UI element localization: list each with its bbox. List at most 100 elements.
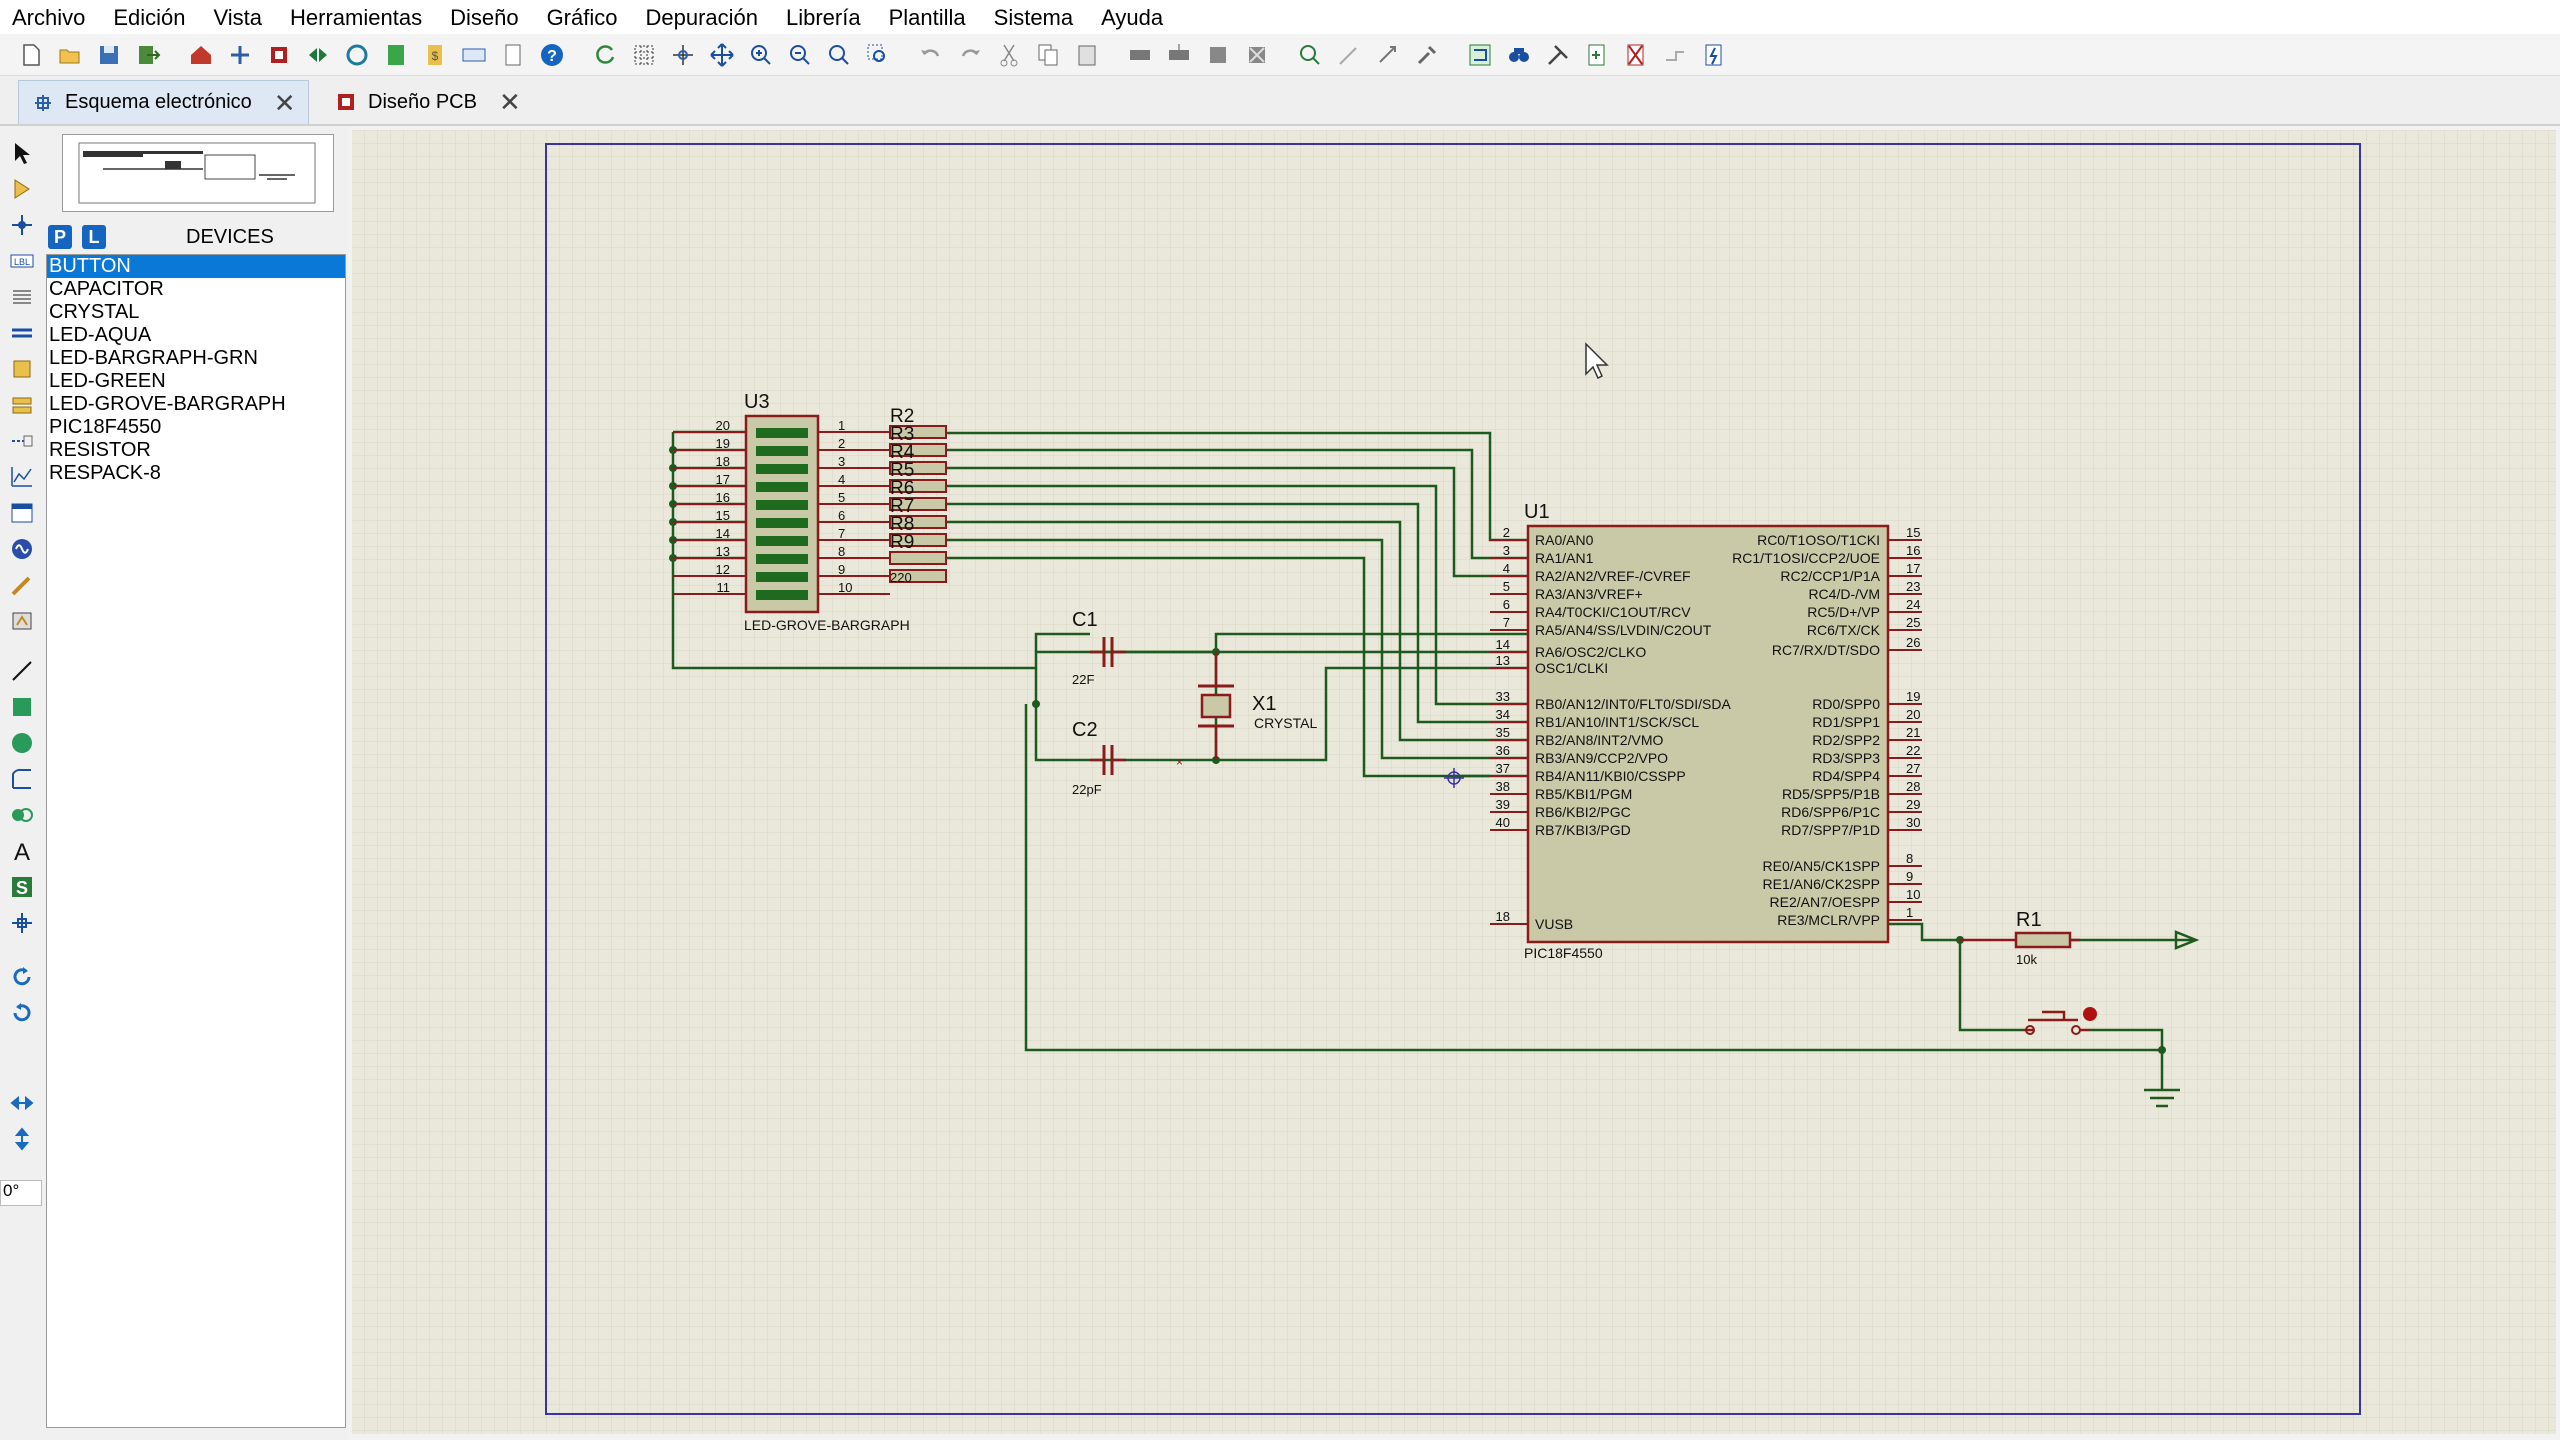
marker-tool-icon[interactable] [6,908,38,938]
arc-tool-icon[interactable] [6,764,38,794]
electrical-rule-check-icon[interactable] [1697,38,1731,72]
terminals-icon[interactable] [6,390,38,420]
menu-diseno[interactable]: Diseño [450,5,519,30]
pcb-layout-icon[interactable] [262,38,296,72]
text-script-icon[interactable] [6,282,38,312]
voltage-probe-icon[interactable] [6,570,38,600]
gerber-viewer-icon[interactable] [340,38,374,72]
bom-icon[interactable]: $ [418,38,452,72]
device-item-led-grove-bargraph[interactable]: LED-GROVE-BARGRAPH [49,393,286,415]
library-manager-button[interactable]: L [82,225,106,249]
zoom-area-icon[interactable] [861,38,895,72]
mirror-horizontal-icon[interactable] [6,1088,38,1118]
property-tool-icon[interactable] [1541,38,1575,72]
import-icon[interactable] [131,38,165,72]
3d-viewer-icon[interactable] [301,38,335,72]
zoom-out-icon[interactable] [783,38,817,72]
menu-plantilla[interactable]: Plantilla [888,5,966,30]
rotate-anticlockwise-icon[interactable] [6,998,38,1028]
text-tool-icon[interactable]: A [6,836,38,866]
new-sheet-icon[interactable] [1580,38,1614,72]
path-tool-icon[interactable] [6,800,38,830]
resistor-r1[interactable]: R1 10k [1960,909,2080,967]
new-file-icon[interactable] [14,38,48,72]
symbol-tool-icon[interactable]: S [6,872,38,902]
zoom-in-icon[interactable] [744,38,778,72]
push-button[interactable] [2024,1007,2097,1035]
device-item-button[interactable]: BUTTON [47,255,345,278]
menu-libreria[interactable]: Librería [786,5,861,30]
block-delete-icon[interactable] [1240,38,1274,72]
pick-device-button[interactable]: P [48,225,72,249]
line-tool-icon[interactable] [6,656,38,686]
block-move-icon[interactable] [1162,38,1196,72]
make-device-icon[interactable] [1332,38,1366,72]
crystal-x1[interactable]: X1 CRYSTAL [1198,652,1317,760]
refresh-icon[interactable] [588,38,622,72]
home-icon[interactable] [184,38,218,72]
graph-mode-icon[interactable] [6,462,38,492]
tab-schematic-close-icon[interactable]: ✕ [273,87,296,118]
overview-preview[interactable] [62,134,334,212]
device-item-led-green[interactable]: LED-GREEN [49,370,166,392]
circle-tool-icon[interactable] [6,728,38,758]
origin-icon[interactable] [666,38,700,72]
wire-autorouter-icon[interactable] [1463,38,1497,72]
tab-schematic[interactable]: Esquema electrónico ✕ [18,80,309,124]
menu-sistema[interactable]: Sistema [993,5,1074,30]
box-tool-icon[interactable] [6,692,38,722]
save-icon[interactable] [92,38,126,72]
copy-icon[interactable] [1031,38,1065,72]
block-copy-icon[interactable] [1123,38,1157,72]
undo-icon[interactable] [914,38,948,72]
device-item-pic18f4550[interactable]: PIC18F4550 [49,416,162,438]
pick-device-icon[interactable] [1293,38,1327,72]
redo-icon[interactable] [953,38,987,72]
cut-icon[interactable] [992,38,1026,72]
power-terminal-arrow[interactable] [2174,930,2200,950]
zoom-all-icon[interactable] [822,38,856,72]
design-explorer-icon[interactable] [379,38,413,72]
subcircuit-icon[interactable] [6,354,38,384]
pan-icon[interactable] [705,38,739,72]
block-rotate-icon[interactable] [1201,38,1235,72]
device-item-respack-8[interactable]: RESPACK-8 [49,462,161,484]
mirror-vertical-icon[interactable] [6,1124,38,1154]
device-item-capacitor[interactable]: CAPACITOR [49,278,164,300]
exit-to-parent-icon[interactable] [1658,38,1692,72]
menu-archivo[interactable]: Archivo [12,5,86,30]
tab-pcb-close-icon[interactable]: ✕ [498,87,521,117]
capacitor-c1[interactable]: C1 22F [1072,609,1126,687]
tape-recorder-icon[interactable] [6,498,38,528]
device-item-crystal[interactable]: CRYSTAL [49,301,140,323]
junction-dot-icon[interactable] [6,210,38,240]
capacitor-c2[interactable]: C2 22pF [1072,719,1126,797]
menu-ayuda[interactable]: Ayuda [1101,5,1164,30]
source-code-icon[interactable] [457,38,491,72]
menu-herramientas[interactable]: Herramientas [290,5,423,30]
menu-grafico[interactable]: Gráfico [546,5,618,30]
wire-label-icon[interactable]: LBL [6,246,38,276]
open-folder-icon[interactable] [53,38,87,72]
tab-pcb[interactable]: Diseño PCB ✕ [322,80,533,124]
menu-depuracion[interactable]: Depuración [645,5,758,30]
schematic-capture-icon[interactable] [223,38,257,72]
rotate-clockwise-icon[interactable] [6,962,38,992]
packaging-tool-icon[interactable] [1371,38,1405,72]
menu-vista[interactable]: Vista [213,5,263,30]
device-item-led-aqua[interactable]: LED-AQUA [49,324,152,346]
grid-toggle-icon[interactable] [627,38,661,72]
virtual-instruments-icon[interactable] [6,606,38,636]
remove-sheet-icon[interactable] [1619,38,1653,72]
paste-icon[interactable] [1070,38,1104,72]
search-tag-icon[interactable] [1502,38,1536,72]
device-item-led-bargraph-grn[interactable]: LED-BARGRAPH-GRN [49,347,258,369]
generator-mode-icon[interactable] [6,534,38,564]
component-mode-icon[interactable] [6,174,38,204]
help-icon[interactable]: ? [535,38,569,72]
